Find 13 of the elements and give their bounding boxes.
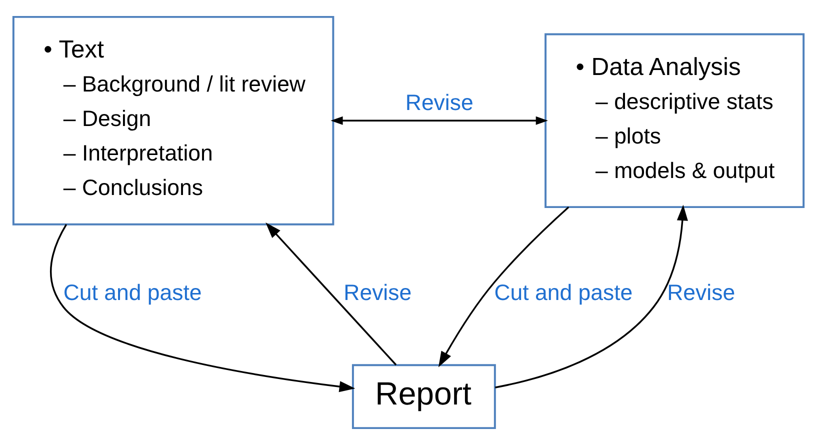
arrow (330, 116, 548, 124)
node-box: Report (352, 364, 496, 429)
node-box: • Text – Background / lit review – Design – Interpretation – Conclusions (12, 15, 334, 225)
edge-label: Revise (405, 90, 474, 115)
arrow (438, 206, 570, 367)
edge-label: Cut and paste (63, 280, 202, 305)
edge-label: Cut and paste (494, 280, 633, 305)
edge-label: Revise (667, 280, 736, 305)
arrow (50, 224, 356, 392)
arrow (266, 222, 397, 365)
arrow (495, 204, 688, 388)
edge-label: Revise (344, 280, 412, 305)
node-box: • Data Analysis – descriptive stats – plots – models & output (544, 32, 805, 208)
